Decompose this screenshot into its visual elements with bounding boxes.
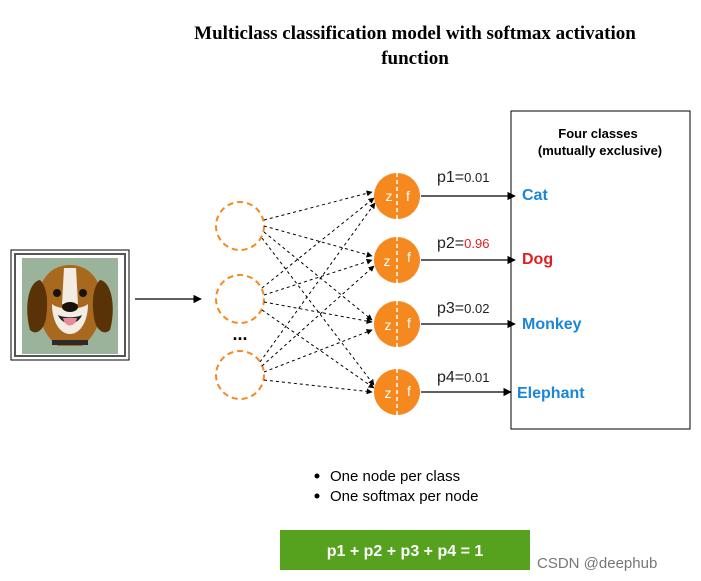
watermark: CSDN @deephub [537, 555, 657, 572]
class-label-dog: Dog [522, 251, 553, 268]
hidden-ellipsis: ... [232, 324, 247, 344]
prob-label-2: p2=0.96 [437, 235, 489, 252]
dog-icon [27, 265, 113, 346]
node-f-label: f [407, 383, 411, 399]
node-z-label: z [384, 253, 391, 269]
node-f-label: f [407, 249, 411, 265]
output-node-4: z f [374, 369, 420, 415]
class-label-cat: Cat [522, 187, 548, 204]
node-z-label: z [385, 317, 392, 333]
node-z-label: z [385, 385, 392, 401]
node-z-label: z [386, 188, 393, 204]
output-node-2: z f [374, 237, 420, 283]
node-f-label: f [406, 188, 410, 204]
connections [259, 190, 376, 395]
classes-header-line-1: Four classes [558, 126, 638, 141]
title-line-2: function [381, 48, 449, 69]
note-2: One softmax per node [330, 488, 478, 505]
bullet-icon [314, 473, 320, 479]
sum-equation: p1 + p2 + p3 + p4 = 1 [327, 543, 484, 560]
title-line-1: Multiclass classification model with sof… [194, 23, 636, 44]
output-node-3: z f [374, 301, 420, 347]
classes-box [510, 110, 691, 430]
prob-label-1: p1=0.01 [437, 169, 489, 186]
hidden-node-1 [215, 201, 265, 251]
prob-label-4: p4=0.01 [437, 369, 489, 386]
input-image [10, 249, 130, 361]
hidden-node-2 [215, 274, 265, 324]
prob-label-3: p3=0.02 [437, 300, 489, 317]
note-1: One node per class [330, 468, 460, 485]
hidden-node-3 [215, 350, 265, 400]
output-node-1: z f [374, 173, 420, 219]
sum-equation-box [280, 530, 530, 570]
class-label-monkey: Monkey [522, 316, 582, 333]
node-f-label: f [407, 315, 411, 331]
bullet-icon [314, 493, 320, 499]
class-label-elephant: Elephant [517, 385, 585, 402]
classes-header-line-2: (mutually exclusive) [538, 143, 662, 158]
